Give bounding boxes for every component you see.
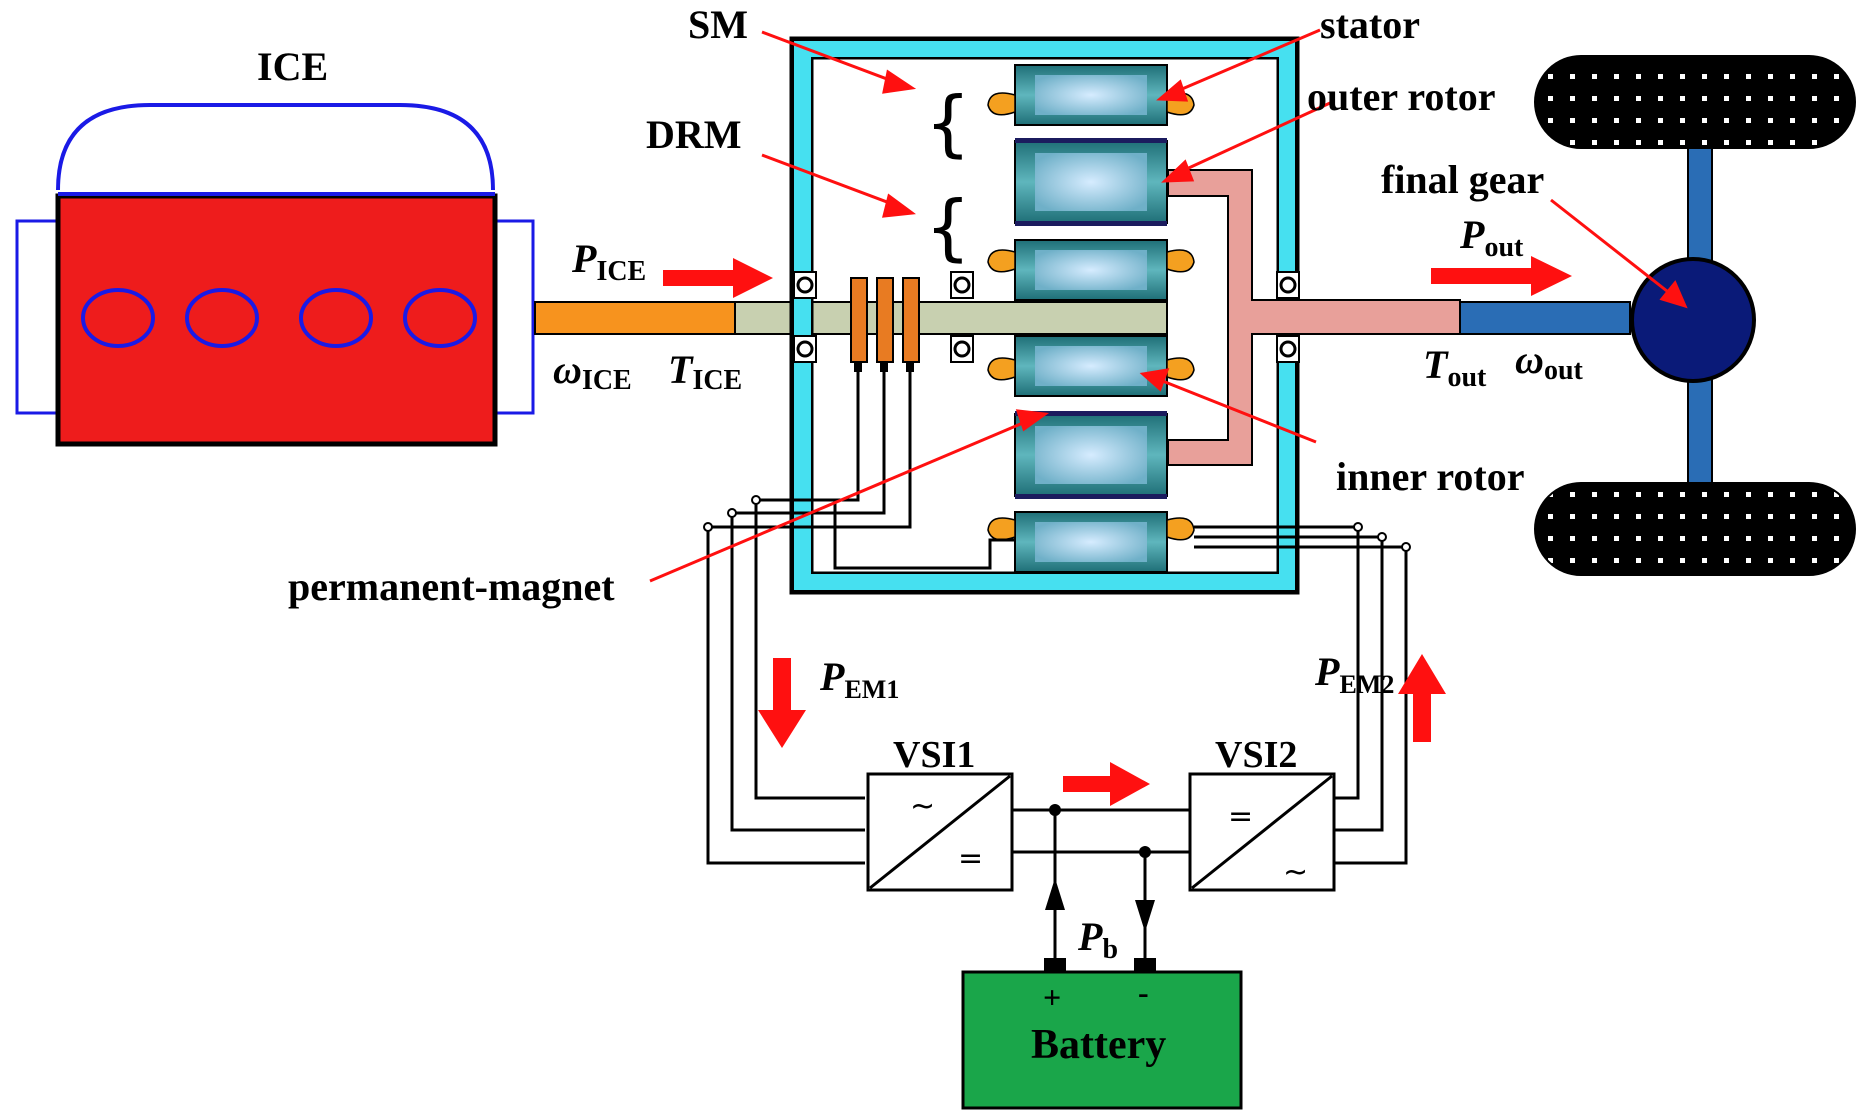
engine-block <box>55 193 498 447</box>
cylinder-4 <box>403 288 477 348</box>
inner-rotor-label: inner rotor <box>1336 454 1525 499</box>
vsi2-ac-mark: ~ <box>1283 855 1308 890</box>
p-ice-symbol: PICE <box>571 236 646 287</box>
vsi2: = ~ VSI2 <box>1188 734 1336 892</box>
vsi1-label: VSI1 <box>893 734 975 776</box>
engine-side-right <box>491 219 535 415</box>
omega-ice-symbol: ωICE <box>553 347 632 396</box>
variable-labels: PICE ωICE TICE Pout Tout ωout PEM1 PEM2 … <box>553 212 1584 965</box>
p-em1-arrow <box>758 658 806 748</box>
stator-module-bottom <box>1014 511 1168 573</box>
wiring-nodes <box>703 495 1411 552</box>
battery-label: Battery <box>1031 1022 1166 1068</box>
drm-brace: { <box>925 185 971 269</box>
p-em2-symbol: PEM2 <box>1314 649 1394 699</box>
vsi2-label: VSI2 <box>1215 734 1297 776</box>
inner-rotor-module-top <box>1014 239 1168 301</box>
electric-machine-modules <box>987 64 1195 573</box>
outer-rotor-module-top <box>1014 138 1168 226</box>
vsi1-ac-mark: ~ <box>910 789 935 824</box>
battery-plus: + <box>1043 979 1061 1015</box>
vsi1: ~ = VSI1 <box>866 734 1014 892</box>
engine-cover <box>56 103 495 191</box>
final-gear-icon <box>1630 257 1756 383</box>
p-em1-symbol: PEM1 <box>819 654 899 704</box>
bearing-mid-bottom <box>950 335 974 363</box>
bearing-left-top <box>793 271 817 299</box>
battery: Battery + - <box>961 970 1243 1110</box>
p-out-symbol: Pout <box>1459 212 1524 263</box>
end-windings <box>987 92 1195 541</box>
outer-rotor-module-bottom <box>1014 411 1168 499</box>
cylinder-3 <box>299 288 373 348</box>
power-flow-arrows <box>663 256 1572 806</box>
sm-brace: { <box>925 81 971 165</box>
engine: ICE <box>15 44 535 447</box>
ice-label: ICE <box>257 44 328 89</box>
engine-output-shaft <box>534 301 736 335</box>
t-out-symbol: Tout <box>1423 342 1487 393</box>
final-output-shaft <box>1459 301 1631 335</box>
vsi2-dc-mark: = <box>1228 799 1253 834</box>
sm-label: SM <box>688 2 748 47</box>
machine-housing <box>789 36 1300 595</box>
permanent-magnet-label: permanent-magnet <box>288 564 615 609</box>
stator-module-top <box>1014 64 1168 126</box>
vsi1-dc-mark: = <box>958 841 983 876</box>
cylinder-1 <box>81 288 155 348</box>
bus-junction-positive <box>1049 804 1061 816</box>
stator-label: stator <box>1320 2 1420 47</box>
omega-out-symbol: ωout <box>1515 337 1584 386</box>
inner-rotor-module-bottom <box>1014 335 1168 397</box>
tire-top <box>1534 55 1856 149</box>
p-out-arrow <box>1431 256 1572 296</box>
dc-bus-arrow <box>1063 762 1150 806</box>
component-labels: SM DRM stator outer rotor final gear inn… <box>288 2 1544 609</box>
pointer-lines <box>649 28 1688 583</box>
t-ice-symbol: TICE <box>668 347 742 396</box>
p-b-symbol: Pb <box>1077 914 1118 965</box>
outer-rotor-label: outer rotor <box>1307 74 1495 119</box>
final-gear-label: final gear <box>1381 157 1544 202</box>
bearing-right-bottom <box>1276 335 1300 363</box>
tire-bottom <box>1534 482 1856 576</box>
outer-rotor-connector <box>1167 169 1461 466</box>
cylinder-2 <box>185 288 259 348</box>
battery-minus: - <box>1138 974 1149 1010</box>
bearing-right-top <box>1276 271 1300 299</box>
drm-label: DRM <box>646 112 742 157</box>
slip-rings <box>850 277 920 372</box>
p-ice-arrow <box>663 258 773 298</box>
bus-junction-negative <box>1139 846 1151 858</box>
bearing-mid-top <box>950 271 974 299</box>
bearing-left-bottom <box>793 335 817 363</box>
p-em2-arrow <box>1398 654 1446 742</box>
engine-side-left <box>15 219 61 415</box>
